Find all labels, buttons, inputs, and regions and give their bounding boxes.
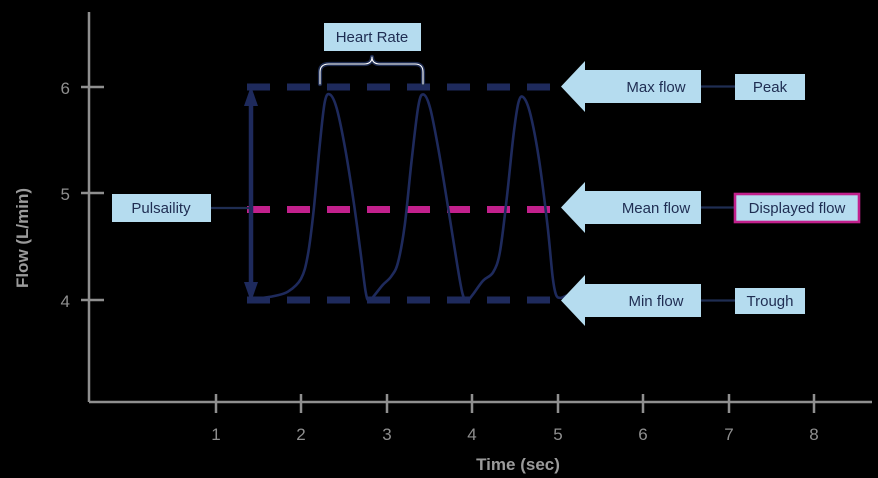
callout-row-displayed-flow[interactable]: Mean flow Displayed flow — [561, 182, 861, 233]
min-flow-box[interactable] — [611, 284, 701, 317]
heart-rate-brace-icon — [317, 54, 426, 87]
max-flow-arrow-left-icon[interactable] — [561, 61, 612, 112]
callout-heart-rate[interactable]: Heart Rate — [324, 23, 421, 51]
max-flow-label: Max flow — [626, 79, 685, 96]
y-tick-label-5: 5 — [61, 185, 70, 204]
x-tick-label-3: 3 — [382, 425, 391, 444]
pulsatility-label: Pulsaility — [131, 200, 191, 217]
peak-label: Peak — [753, 79, 788, 96]
trough-label: Trough — [747, 293, 794, 310]
x-tick-label-5: 5 — [553, 425, 562, 444]
x-tick-label-4: 4 — [467, 425, 476, 444]
min-flow-label: Min flow — [628, 293, 683, 310]
displayed-flow-label: Displayed flow — [749, 200, 846, 217]
x-tick-label-7: 7 — [724, 425, 733, 444]
peak-box[interactable] — [735, 74, 805, 100]
flow-waveform-line — [261, 92, 568, 303]
trough-box[interactable] — [735, 288, 805, 314]
arrow-head-up-icon — [244, 86, 258, 106]
displayed-flow-box[interactable] — [733, 192, 861, 224]
heart-rate-box[interactable] — [324, 23, 421, 51]
x-tick-label-8: 8 — [809, 425, 818, 444]
arrow-head-down-icon — [244, 282, 258, 302]
mean-flow-arrow-left-icon[interactable] — [561, 182, 612, 233]
callout-row-peak[interactable]: Max flow Peak — [561, 61, 805, 112]
pulsatility-box[interactable] — [112, 194, 211, 222]
y-tick-label-4: 4 — [61, 292, 70, 311]
x-axis: 1 2 3 4 5 6 7 8 Time (sec) — [89, 394, 872, 474]
y-axis-title: Flow (L/min) — [13, 188, 32, 288]
y-axis: 6 5 4 Flow (L/min) — [13, 12, 104, 402]
callout-row-trough[interactable]: Min flow Trough — [561, 275, 805, 326]
y-tick-label-6: 6 — [61, 79, 70, 98]
min-flow-arrow-left-icon[interactable] — [561, 275, 612, 326]
callout-pulsatility[interactable]: Pulsaility — [112, 194, 211, 222]
x-axis-title: Time (sec) — [476, 455, 560, 474]
x-tick-label-1: 1 — [211, 425, 220, 444]
pulsatility-double-arrow — [211, 86, 258, 302]
mean-flow-label: Mean flow — [622, 200, 691, 217]
mean-flow-box[interactable] — [611, 191, 701, 224]
x-tick-label-2: 2 — [296, 425, 305, 444]
heart-rate-label: Heart Rate — [336, 29, 409, 46]
max-flow-box[interactable] — [611, 70, 701, 103]
x-tick-label-6: 6 — [638, 425, 647, 444]
